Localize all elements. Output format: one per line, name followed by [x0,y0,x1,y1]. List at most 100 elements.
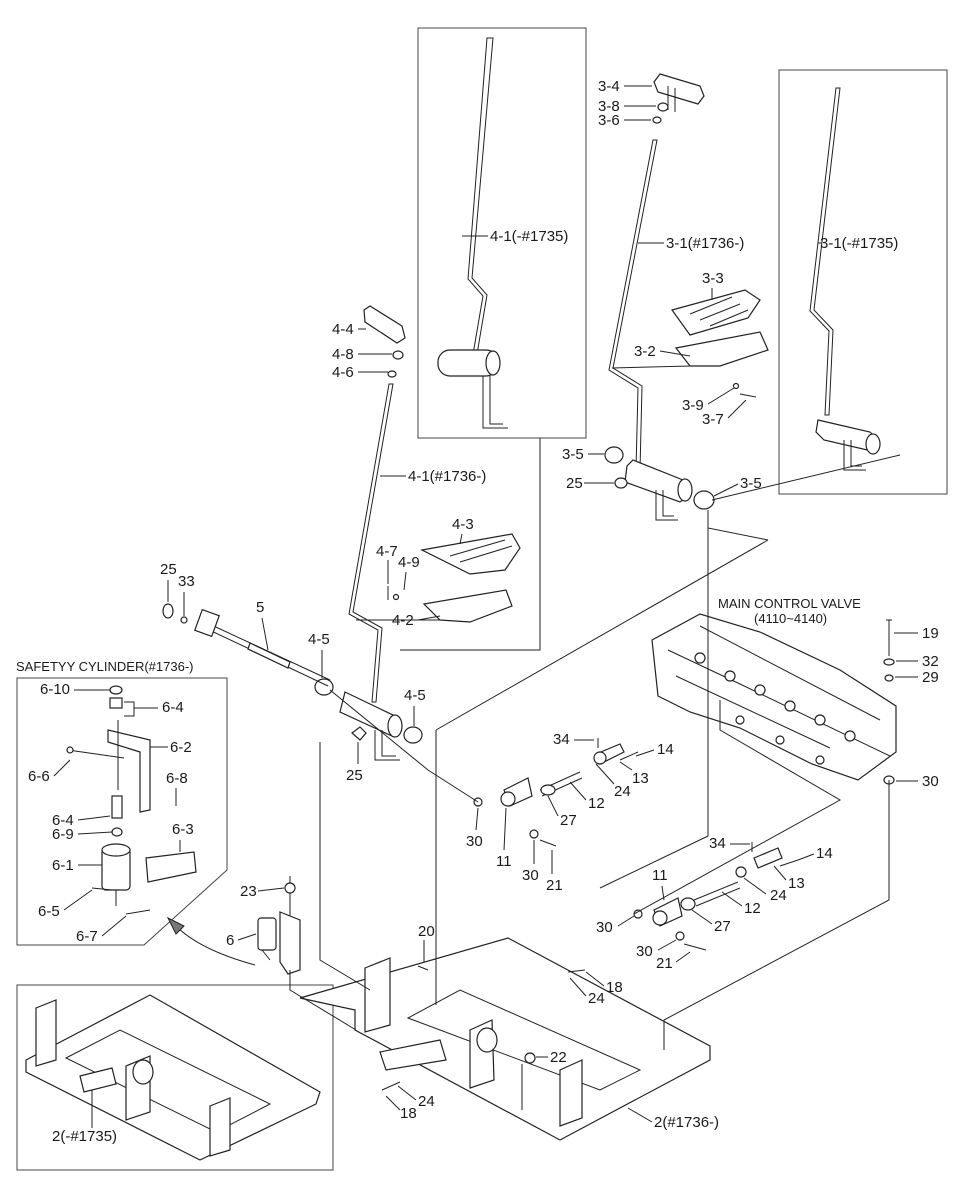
inset-frame-lever-4-1-old [417,27,587,439]
label-32: 32 [922,653,939,670]
label-4-3: 4-3 [452,516,474,533]
label-3-7: 3-7 [702,411,724,428]
label-3-8: 3-8 [598,98,620,115]
label-24-a: 24 [614,783,631,800]
curved-arrow [175,925,256,966]
label-21-a: 21 [546,877,563,894]
knob-4-4 [363,305,406,378]
label-24-d: 24 [418,1093,435,1110]
label-6-9: 6-9 [52,826,74,843]
label-6-2: 6-2 [170,739,192,756]
label-4-5-b: 4-5 [404,687,426,704]
label-34-a: 34 [553,731,570,748]
label-3-5-b: 3-5 [740,475,762,492]
lever-4-1-old [437,37,508,429]
part-labels: 3-4 3-8 3-6 3-1(#1736-) 3-1(-#1735) 3-3 … [28,78,939,1145]
label-3-3: 3-3 [702,270,724,287]
lever-3-1-new [604,139,715,521]
label-14-a: 14 [657,741,674,758]
label-4-7: 4-7 [376,543,398,560]
label-6-1: 6-1 [52,857,74,874]
label-11-a: 11 [496,853,512,870]
label-12-a: 12 [588,795,605,812]
label-3-2: 3-2 [634,343,656,360]
linkage-upper [473,738,639,847]
label-29: 29 [922,669,939,686]
label-27-a: 27 [560,812,577,829]
shaft-5 [162,603,331,687]
safety-cylinder-caption: SAFETYY CYLINDER(#1736-) [16,659,194,674]
label-34-b: 34 [709,835,726,852]
label-6-6: 6-6 [28,768,50,785]
label-33: 33 [178,573,195,590]
main-control-valve [651,613,897,781]
label-27-b: 27 [714,918,731,935]
label-18-a: 18 [606,979,623,996]
leader-lines [289,438,901,1050]
curved-arrow-head [166,916,185,935]
main-control-valve-range: (4110~4140) [754,611,827,626]
label-4-1-new: 4-1(#1736-) [408,468,486,485]
inset-frame-lever-3-1-old [778,69,948,495]
label-3-9: 3-9 [682,397,704,414]
label-6-5: 6-5 [38,903,60,920]
label-4-6: 4-6 [332,364,354,381]
label-30-b: 30 [466,833,483,850]
inset-frame-safety-cylinder [16,677,228,946]
pedal-bracket-4-2 [356,586,513,623]
pedal-3-3 [671,289,761,336]
label-4-2: 4-2 [392,612,414,629]
label-4-9: 4-9 [398,554,420,571]
bolt-19 [883,619,895,785]
label-25-a: 25 [566,475,583,492]
label-13-b: 13 [788,875,805,892]
label-3-4: 3-4 [598,78,620,95]
lever-4-1-new [314,383,423,761]
base-plate-old [25,994,321,1161]
label-3-5-a: 3-5 [562,446,584,463]
label-5: 5 [256,599,264,616]
label-2-old: 2(-#1735) [52,1128,117,1145]
linkage-lower [633,842,799,951]
label-3-6: 3-6 [598,112,620,129]
label-3-1-new: 3-1(#1736-) [666,235,744,252]
label-12-b: 12 [744,900,761,917]
label-3-1-old: 3-1(-#1735) [820,235,898,252]
label-21-b: 21 [656,955,673,972]
label-25-c: 25 [346,767,363,784]
label-23: 23 [240,883,257,900]
safety-cylinder-assembled [257,876,301,975]
label-4-5-a: 4-5 [308,631,330,648]
inset-frame-base-plate-old [16,984,334,1171]
label-30-d: 30 [596,919,613,936]
label-6-4-a: 6-4 [162,699,184,716]
label-2-new: 2(#1736-) [654,1114,719,1131]
label-4-4: 4-4 [332,321,354,338]
label-11-b: 11 [652,867,668,884]
label-22: 22 [550,1049,567,1066]
label-6-8: 6-8 [166,770,188,787]
pedal-bracket-3-2 [611,331,769,398]
safety-cylinder-inset [66,685,197,915]
label-6-4-b: 6-4 [52,812,74,829]
base-plate-new [299,937,711,1141]
label-18-b: 18 [400,1105,417,1122]
label-30-e: 30 [636,943,653,960]
label-6-10: 6-10 [40,681,70,698]
label-24-b: 24 [770,887,787,904]
label-6-3: 6-3 [172,821,194,838]
label-25-b: 25 [160,561,177,578]
label-6-7: 6-7 [76,928,98,945]
knob-3-4 [652,73,705,124]
label-6: 6 [226,932,234,949]
label-4-1-old: 4-1(-#1735) [490,228,568,245]
label-19: 19 [922,625,939,642]
main-control-valve-caption: MAIN CONTROL VALVE [718,596,861,611]
label-20: 20 [418,923,435,940]
lever-3-1-old [809,87,881,471]
pedal-4-3 [420,533,521,575]
label-24-c: 24 [588,990,605,1007]
label-30-a: 30 [922,773,939,790]
label-4-8: 4-8 [332,346,354,363]
